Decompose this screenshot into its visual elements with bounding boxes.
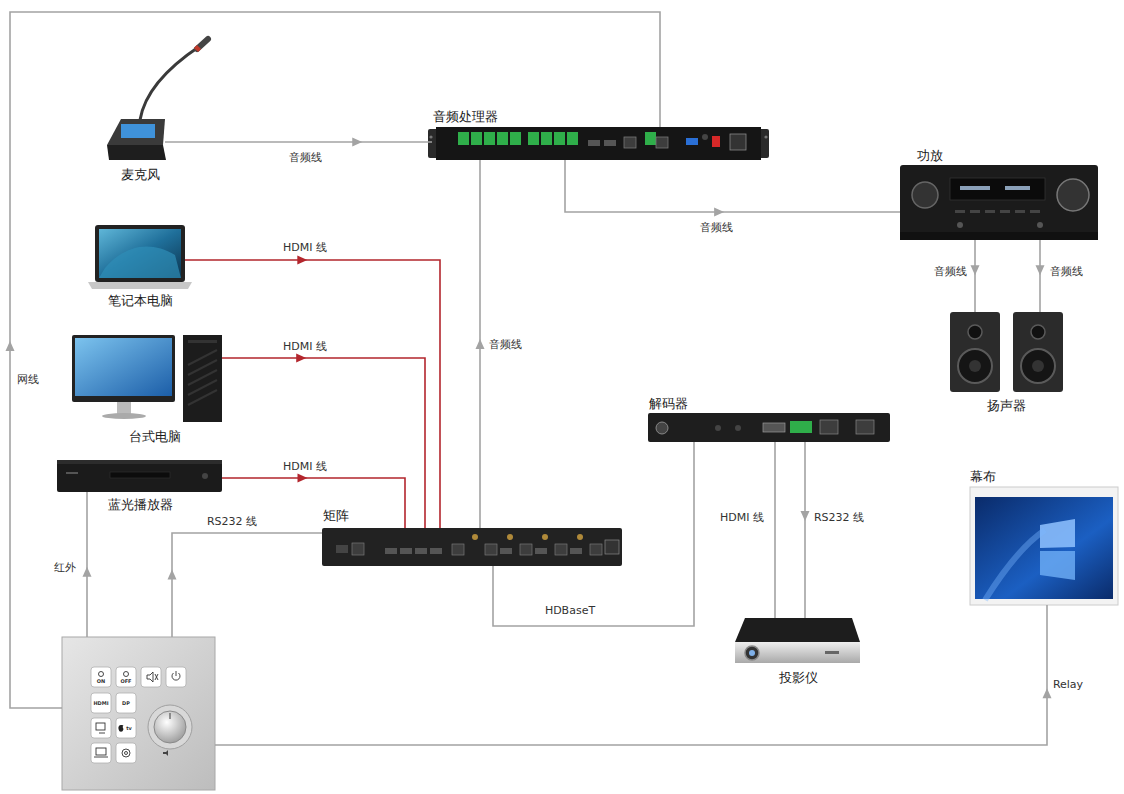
cable-label: 音频线 — [487, 339, 524, 352]
cable-label: 音频线 — [1048, 266, 1085, 279]
cable-connector — [493, 442, 694, 626]
arrow-head — [83, 567, 92, 577]
arrow-head — [801, 511, 810, 521]
device-label: 功放 — [917, 149, 943, 164]
cable-connector — [185, 256, 440, 529]
control-panel-illustration — [62, 637, 215, 790]
arrow-head — [971, 265, 980, 275]
cable-label: HDMI 线 — [281, 242, 329, 255]
cable-connector — [168, 533, 323, 637]
cable-line — [1039, 240, 1041, 312]
device-label: 笔记本电脑 — [108, 294, 173, 309]
arrow-head — [476, 339, 485, 349]
cable-connector — [476, 160, 485, 528]
cable-connector — [6, 12, 661, 708]
cable-label: RS232 线 — [205, 516, 259, 529]
device-label: 音频处理器 — [433, 110, 498, 125]
cable-label: RS232 线 — [812, 512, 866, 525]
device-label: 麦克风 — [121, 168, 160, 183]
cable-line — [215, 605, 1047, 745]
device-label: 幕布 — [970, 470, 996, 485]
device-node: 投影仪 — [735, 618, 860, 665]
device-label: 蓝光播放器 — [108, 498, 173, 513]
device-label: 投影仪 — [779, 671, 818, 686]
cable-label: 音频线 — [698, 222, 735, 235]
device-node: 音频处理器 — [432, 127, 765, 160]
projection-screen-illustration — [970, 487, 1118, 605]
cable-line — [493, 442, 694, 626]
cable-label: HDBaseT — [543, 605, 597, 618]
button-label: OFF — [120, 679, 131, 684]
cable-label: 音频线 — [287, 152, 324, 165]
cable-line — [222, 358, 425, 528]
cable-line — [774, 442, 776, 618]
cable-connector — [222, 354, 425, 529]
cable-line — [10, 12, 660, 708]
cable-connector — [1036, 240, 1045, 312]
cable-connector — [565, 160, 900, 217]
device-label: 台式电脑 — [129, 430, 181, 445]
cable-label: 红外 — [52, 562, 78, 575]
arrow-head — [714, 208, 724, 217]
arrow-head — [298, 474, 308, 483]
device-node: 麦克风 — [105, 118, 165, 160]
laptop-illustration — [88, 225, 192, 289]
cable-connector — [215, 605, 1052, 745]
device-node: 幕布 — [970, 487, 1118, 605]
arrow-head — [297, 256, 307, 265]
device-node: 蓝光播放器 — [57, 460, 222, 492]
button-label: HDMI — [93, 701, 108, 706]
device-node: 笔记本电脑 — [95, 225, 185, 289]
cable-connector — [801, 442, 810, 618]
desktop-illustration — [72, 335, 222, 422]
cable-connector — [971, 240, 980, 312]
cable-line — [165, 141, 432, 143]
cable-connector — [165, 138, 432, 147]
cable-label: Relay — [1051, 679, 1085, 692]
button-label: ON — [97, 679, 105, 684]
cable-connector — [83, 492, 92, 637]
device-node: 功放 — [900, 165, 1098, 240]
arrow-head — [168, 570, 177, 580]
audio-processor-illustration — [428, 127, 769, 160]
device-node: 扬声器 — [950, 312, 1063, 392]
matrix-illustration — [322, 528, 622, 566]
device-node: 矩阵 — [322, 528, 622, 566]
amplifier-illustration — [900, 165, 1098, 240]
cable-line — [86, 492, 88, 637]
button-label: DP — [122, 701, 130, 706]
cable-line — [185, 260, 440, 528]
cable-label: 网线 — [15, 374, 41, 387]
cable-line — [804, 442, 806, 618]
decoder-illustration — [648, 413, 890, 442]
arrow-head — [296, 354, 306, 363]
arrow-head — [6, 341, 15, 351]
speaker-illustration — [950, 312, 1063, 392]
cable-label: HDMI 线 — [281, 461, 329, 474]
cable-label: HDMI 线 — [281, 341, 329, 354]
device-label: 解码器 — [649, 397, 688, 412]
arrow-head — [352, 138, 362, 147]
device-label: 扬声器 — [987, 399, 1026, 414]
device-node: 台式电脑 — [72, 335, 222, 422]
cable-label: 音频线 — [932, 266, 969, 279]
cable-label: HDMI 线 — [718, 512, 766, 525]
cable-line — [974, 240, 976, 312]
device-node: ON OFF HDMI DP tv — [62, 637, 215, 790]
bluray-illustration — [57, 460, 222, 492]
cable-line — [172, 533, 322, 637]
button-label: tv — [126, 726, 132, 731]
device-label: 矩阵 — [323, 509, 349, 524]
projector-illustration — [735, 618, 860, 663]
device-node: 解码器 — [648, 413, 890, 442]
cable-line — [565, 160, 900, 212]
cable-connector — [775, 442, 776, 618]
arrow-head — [1036, 265, 1045, 275]
